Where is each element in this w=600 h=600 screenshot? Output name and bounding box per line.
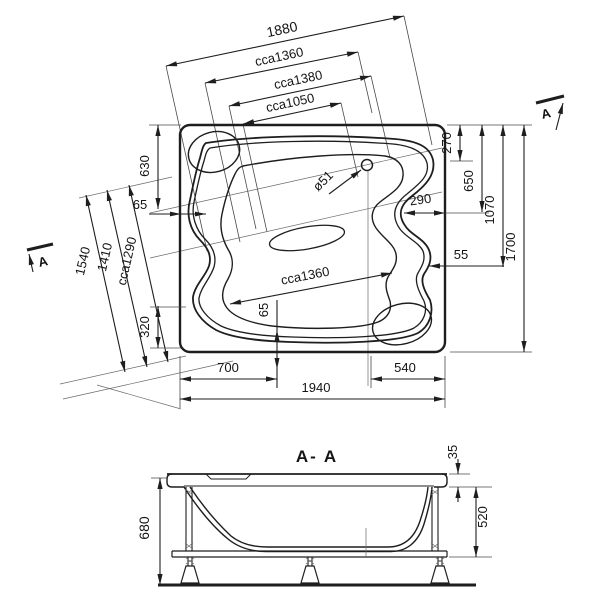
dim-line bbox=[228, 75, 372, 107]
dim-label-65-inner: 65 bbox=[256, 303, 271, 317]
seat-recess bbox=[268, 224, 346, 252]
foot-base bbox=[300, 565, 320, 584]
dim-label-290: 290 bbox=[409, 191, 433, 209]
section-marker-left: A bbox=[26, 242, 54, 273]
plan-view: ø51 1880 cca1360 cca1380 cca1050 1540 14… bbox=[26, 15, 565, 410]
overflow-recess bbox=[205, 473, 252, 480]
axis-line bbox=[149, 191, 443, 259]
ext-line bbox=[357, 51, 373, 114]
fixing-mark bbox=[184, 488, 194, 496]
fixing-mark bbox=[430, 488, 440, 496]
right-waist-dims: 290 55 bbox=[404, 191, 504, 269]
section-marker-right: A bbox=[535, 94, 565, 131]
dim-label-55: 55 bbox=[454, 247, 468, 262]
ext-line bbox=[340, 102, 359, 178]
construction-lines bbox=[59, 15, 443, 410]
arrow bbox=[274, 358, 280, 369]
dim-label-700: 700 bbox=[217, 360, 239, 375]
basin-inner-profile bbox=[189, 486, 429, 548]
left-dims: 630 65 320 bbox=[133, 124, 206, 349]
dim-label-cca1290: cca1290 bbox=[114, 235, 140, 286]
dim-label-1700: 1700 bbox=[503, 233, 518, 262]
section-view: A- A bbox=[136, 445, 492, 587]
dim-label-270: 270 bbox=[439, 132, 454, 154]
ext-line bbox=[403, 15, 433, 146]
ext-line bbox=[165, 65, 208, 252]
support-frame bbox=[171, 550, 448, 558]
dim-label-1940: 1940 bbox=[302, 380, 331, 395]
dim-label-520: 520 bbox=[475, 506, 490, 528]
right-dims: 270 650 1070 1700 bbox=[439, 124, 532, 353]
headrest-bottom-right bbox=[371, 302, 433, 346]
section-tub-shapes bbox=[158, 473, 476, 587]
left-strut bbox=[184, 487, 194, 551]
ext-line bbox=[204, 82, 241, 243]
section-letter-right: A bbox=[540, 105, 553, 122]
dim-label-1880: 1880 bbox=[265, 18, 299, 40]
baseline bbox=[96, 384, 182, 410]
tub-outer-apron bbox=[178, 123, 447, 354]
fixing-mark bbox=[305, 557, 315, 565]
dim-label-cca1360-inner: cca1360 bbox=[280, 264, 331, 288]
arrow bbox=[274, 330, 280, 341]
headrest-top-left bbox=[187, 130, 241, 174]
dim-label-1540: 1540 bbox=[72, 245, 93, 277]
dim-label-540: 540 bbox=[394, 360, 416, 375]
foot-base bbox=[180, 565, 200, 584]
cut-plane-tick bbox=[26, 242, 54, 252]
arrow bbox=[170, 211, 181, 217]
dim-label-cca1380: cca1380 bbox=[272, 67, 323, 92]
right-strut bbox=[430, 487, 440, 551]
shell-outer-profile bbox=[183, 486, 433, 553]
leader-line bbox=[328, 169, 362, 195]
view-direction-arrow bbox=[555, 102, 564, 131]
cut-plane-tick bbox=[535, 94, 565, 105]
foot-center bbox=[300, 557, 320, 584]
tub-rim-outer-contour bbox=[187, 135, 435, 344]
foot-base bbox=[430, 565, 450, 584]
dim-label-320: 320 bbox=[137, 316, 152, 338]
dim-label-1070: 1070 bbox=[482, 196, 497, 225]
dim-label-1410: 1410 bbox=[94, 241, 115, 273]
dim-line bbox=[242, 102, 342, 125]
fixing-mark bbox=[184, 542, 194, 550]
section-dims: 680 35 520 bbox=[136, 445, 492, 585]
rim-right-cap bbox=[434, 473, 448, 488]
view-direction-arrow bbox=[28, 253, 34, 273]
tub-plan-shapes bbox=[178, 123, 447, 354]
fixing-mark bbox=[435, 557, 445, 565]
fixing-mark bbox=[185, 557, 195, 565]
dim-label-cca1050: cca1050 bbox=[264, 90, 315, 115]
drain-hole bbox=[360, 158, 374, 172]
bottom-dims: 700 540 1940 bbox=[179, 356, 446, 408]
basin-contour bbox=[220, 153, 404, 330]
ext-line bbox=[242, 123, 268, 233]
dim-label-cca1360-top: cca1360 bbox=[253, 44, 304, 69]
drain-diameter-label: ø51 bbox=[310, 168, 336, 194]
top-slanted-dims: 1880 cca1360 cca1380 cca1050 bbox=[165, 15, 405, 125]
ext-line bbox=[370, 75, 391, 159]
section-letter-left: A bbox=[37, 253, 50, 270]
left-slanted-dims: 1540 1410 cca1290 bbox=[72, 184, 169, 373]
dim-label-630: 630 bbox=[137, 155, 152, 177]
dim-label-680: 680 bbox=[136, 516, 152, 540]
section-title: A- A bbox=[296, 447, 338, 466]
tub-rim-inner-contour bbox=[192, 140, 429, 339]
fixing-mark bbox=[430, 542, 440, 550]
arrow bbox=[195, 211, 206, 217]
baseline bbox=[62, 360, 234, 400]
dim-label-650: 650 bbox=[461, 170, 476, 192]
dim-line bbox=[128, 184, 169, 363]
foot-left bbox=[180, 557, 200, 584]
rim-left-cap bbox=[166, 473, 184, 488]
dim-label-65-left: 65 bbox=[133, 197, 147, 212]
ext-line bbox=[228, 105, 257, 230]
dim-label-35: 35 bbox=[445, 445, 460, 459]
foot-right bbox=[430, 557, 450, 584]
dim-line bbox=[229, 272, 393, 305]
